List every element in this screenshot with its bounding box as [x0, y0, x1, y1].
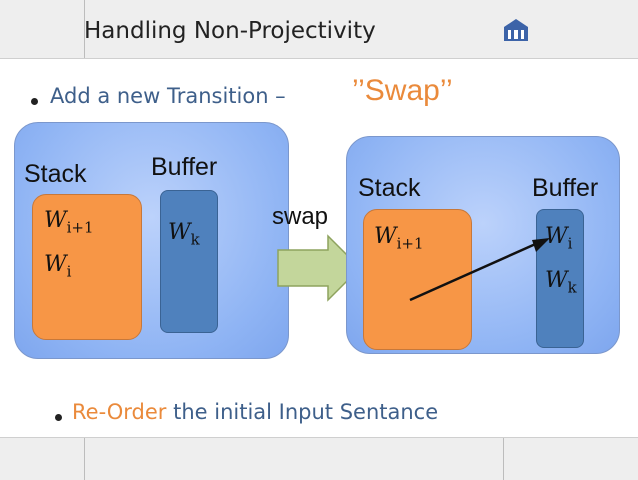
bullet-dot-icon	[31, 98, 38, 105]
bullet-reorder: Re-Order the initial Input Sentance	[72, 400, 438, 424]
word-var: W	[44, 208, 67, 233]
left-stack-word-2: Wi	[44, 252, 71, 280]
bullet-add-transition: Add a new Transition –	[50, 84, 286, 108]
right-buffer-word-2: Wk	[545, 268, 577, 296]
right-buffer-box	[536, 209, 584, 348]
reorder-highlight: Re-Order	[72, 400, 167, 424]
left-buffer-box	[160, 190, 218, 333]
left-buffer-word-1: Wk	[168, 220, 200, 248]
header-divider	[84, 0, 85, 58]
footer-divider	[84, 438, 85, 480]
word-index: i	[567, 234, 573, 253]
left-buffer-label: Buffer	[151, 153, 218, 181]
word-index: i+1	[66, 218, 94, 237]
word-var: W	[374, 224, 397, 249]
word-index: i+1	[396, 234, 424, 253]
word-index: i	[66, 262, 72, 281]
right-buffer-label: Buffer	[532, 174, 599, 202]
slide-footer	[0, 437, 638, 480]
slide-header: Handling Non-Projectivity	[0, 0, 638, 59]
swap-arrow-icon	[277, 234, 362, 302]
word-var: W	[545, 268, 568, 293]
swap-transition-name: ’’Swap’’	[352, 74, 453, 107]
left-stack-box	[32, 194, 142, 340]
swap-arrow-label: swap	[272, 203, 329, 230]
bullet-dot-icon	[55, 414, 62, 421]
word-index: k	[190, 230, 200, 249]
right-stack-label: Stack	[358, 174, 421, 202]
left-stack-word-1: Wi+1	[44, 208, 94, 236]
right-stack-word-1: Wi+1	[374, 224, 424, 252]
right-buffer-word-1: Wi	[545, 224, 572, 252]
logo-icon	[504, 19, 528, 41]
word-var: W	[168, 220, 191, 245]
word-index: k	[567, 278, 577, 297]
slide-title: Handling Non-Projectivity	[84, 18, 376, 44]
reorder-rest: the initial Input Sentance	[166, 400, 439, 424]
left-stack-label: Stack	[24, 160, 87, 188]
word-var: W	[545, 224, 568, 249]
word-var: W	[44, 252, 67, 277]
footer-divider	[503, 438, 504, 480]
move-arrow-icon	[409, 238, 550, 302]
